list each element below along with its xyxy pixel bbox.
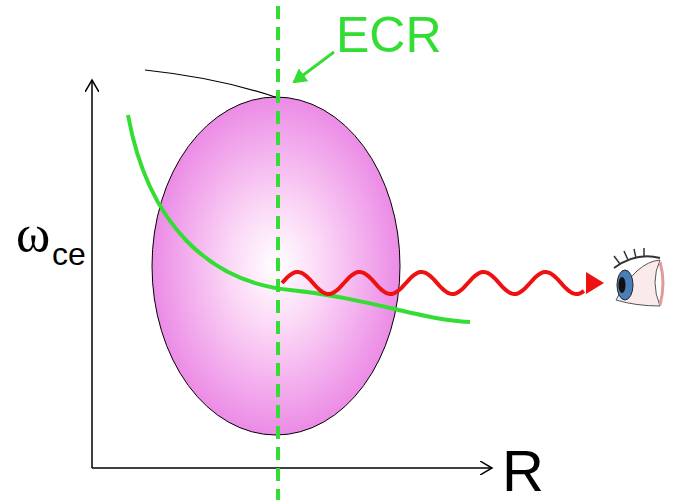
axis-symbol: ω xyxy=(16,208,50,260)
field-curve xyxy=(145,70,278,98)
ecr-label: ECR xyxy=(336,10,442,60)
emission-wave xyxy=(282,272,584,294)
y-axis xyxy=(91,80,93,468)
ecr-line xyxy=(276,6,280,500)
axis-label: R xyxy=(502,442,544,500)
x-axis xyxy=(92,467,492,469)
eye-icon xyxy=(614,248,663,306)
ecr-pointer xyxy=(294,52,334,82)
wave-arrowhead xyxy=(586,272,604,294)
axis-subscript: ce xyxy=(52,238,86,270)
omega-ce-curve xyxy=(128,115,470,322)
